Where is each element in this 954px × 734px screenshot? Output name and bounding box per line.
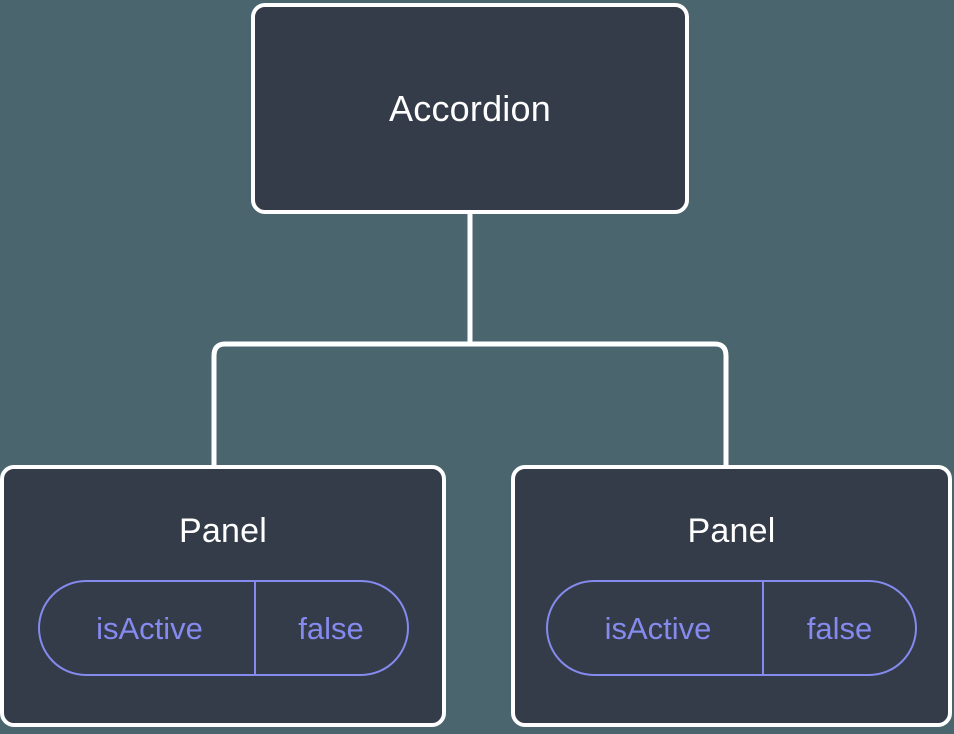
state-badge-left-value: false bbox=[298, 610, 364, 646]
node-panel-left-label: Panel bbox=[179, 512, 267, 550]
node-panel-left[interactable]: Panel isActive false bbox=[0, 465, 446, 727]
state-badge-left-key: isActive bbox=[96, 610, 203, 646]
state-badge-left-divider bbox=[253, 582, 256, 675]
node-accordion-label: Accordion bbox=[389, 87, 551, 129]
node-panel-right-label: Panel bbox=[687, 512, 776, 550]
node-accordion[interactable]: Accordion bbox=[251, 3, 689, 214]
node-panel-right[interactable]: Panel isActive false bbox=[511, 465, 952, 727]
edge-to-right-panel bbox=[470, 341, 729, 470]
state-badge-right-divider bbox=[762, 582, 764, 675]
state-badge-right[interactable]: isActive false bbox=[546, 580, 917, 677]
state-badge-right-key: isActive bbox=[604, 610, 712, 646]
edge-to-left-panel bbox=[211, 341, 470, 470]
state-badge-left[interactable]: isActive false bbox=[37, 580, 409, 677]
state-badge-right-value: false bbox=[806, 610, 873, 646]
